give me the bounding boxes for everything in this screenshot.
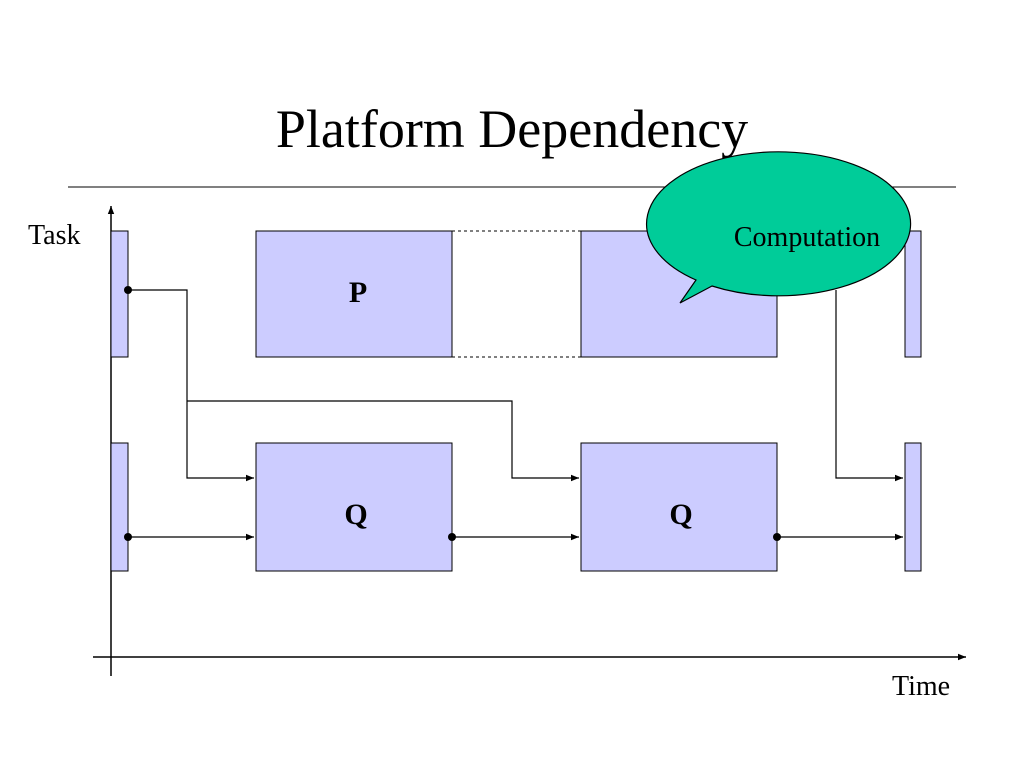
connector-start-to-q1-top [128,289,254,482]
task-q-box-1 [255,442,453,572]
x-axis-label: Time [892,671,950,702]
task-q-box-2 [580,442,778,572]
task-p-box-left [255,230,453,358]
y-axis-label: Task [28,220,80,251]
start-bar-bottom [110,442,129,572]
callout-bubble [646,151,912,304]
connector-branch-to-q2-top [187,400,579,482]
callout-text: Computation [734,222,880,253]
end-bar-top [904,230,922,358]
task-q-label-1: Q [344,498,367,531]
start-bar-top [110,230,129,358]
task-q-label-2: Q [669,498,692,531]
connector-p-to-end [835,290,903,482]
computation-callout: Computation [646,151,912,304]
slide-title: Platform Dependency [275,99,749,159]
task-p-label: P [349,276,367,309]
end-bar-bottom [904,442,922,572]
